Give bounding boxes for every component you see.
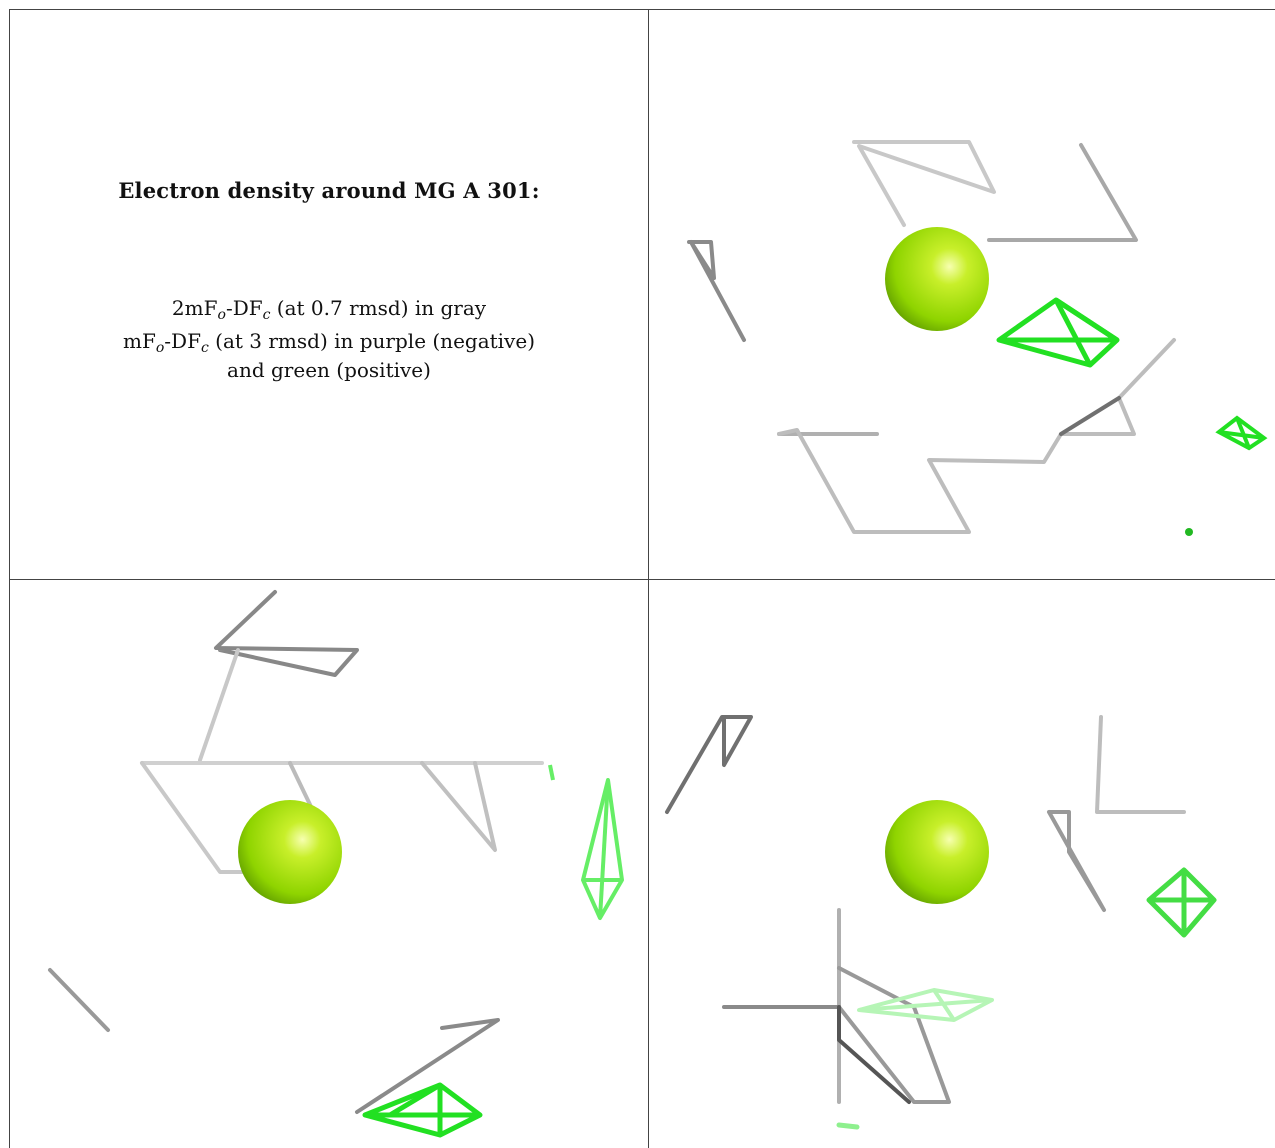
caption-line-2fofc: 2mFo-DFc (at 0.7 rmsd) in gray (10, 293, 648, 323)
density-view-svg (687, 140, 1268, 536)
caption-line2-rest: (at 3 rmsd) in purple (negative) (208, 329, 535, 353)
2fofc-density-mesh-icon (665, 715, 1186, 1104)
positive-density-mesh-lower-icon (362, 1082, 483, 1138)
positive-density-mesh-icon (1146, 867, 1217, 938)
caption-line2-a: mF (123, 329, 156, 353)
density-view-bottom-left (10, 580, 648, 1148)
positive-density-mesh-icon (996, 297, 1120, 368)
caption-line1-b-sub: c (262, 307, 271, 323)
caption-line-fofc: mFo-DFc (at 3 rmsd) in purple (negative) (10, 326, 648, 356)
caption-panel: Electron density around MG A 301: 2mFo-D… (10, 10, 648, 579)
positive-density-mesh-small-icon (1215, 415, 1268, 451)
grid-horizontal-divider (9, 579, 1275, 580)
2fofc-density-mesh-icon (48, 590, 544, 1114)
caption-line1-rest: (at 0.7 rmsd) in gray (270, 296, 487, 320)
caption-title: Electron density around MG A 301: (118, 178, 540, 203)
grid-left-border (9, 9, 10, 1148)
caption-line2-b: -DF (164, 329, 201, 353)
caption-line1-b: -DF (225, 296, 263, 320)
mg-ion-sphere-icon (885, 800, 989, 904)
caption-line1-a: 2mF (171, 296, 218, 320)
grid-vertical-divider (648, 9, 649, 1148)
positive-density-mesh-faint-icon (857, 988, 994, 1022)
positive-density-blob-icon (836, 1122, 860, 1130)
mg-ion-sphere-icon (885, 227, 989, 331)
mg-ion-sphere-icon (238, 800, 342, 904)
density-view-top-right (649, 10, 1275, 579)
caption-line-green: and green (positive) (227, 358, 431, 382)
caption-line1-a-sub: o (217, 307, 226, 323)
caption-line2-a-sub: o (155, 340, 165, 356)
2fofc-density-mesh-icon (687, 140, 1176, 534)
positive-density-mesh-icon (548, 764, 624, 920)
caption-line2-b-sub: c (200, 340, 209, 356)
density-view-svg (665, 715, 1217, 1130)
density-view-svg (48, 590, 624, 1138)
density-view-bottom-right (649, 580, 1275, 1148)
positive-density-blob-icon (1185, 528, 1193, 536)
